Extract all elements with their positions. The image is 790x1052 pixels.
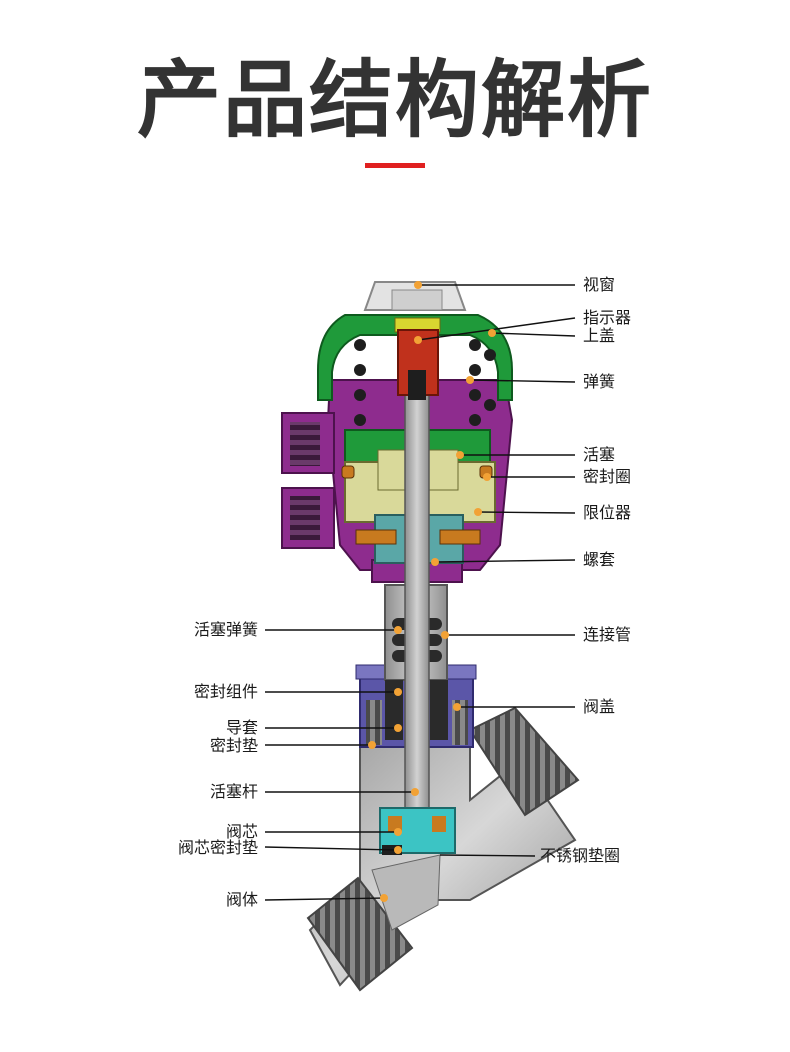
label-indicator: 指示器 (583, 308, 631, 327)
label-upper-cover: 上盖 (583, 326, 615, 345)
piston-rod (404, 394, 430, 826)
label-bonnet: 阀盖 (583, 697, 615, 716)
valve-disc (379, 807, 456, 855)
label-stainless-washer: 不锈钢垫圈 (540, 846, 620, 865)
label-connecting-tube: 连接管 (583, 625, 631, 644)
label-valve-body: 阀体 (226, 890, 258, 909)
label-piston-rod: 活塞杆 (210, 782, 258, 801)
label-spring: 弹簧 (583, 372, 615, 391)
sight-window (363, 281, 467, 311)
label-seal-assembly: 密封组件 (194, 682, 258, 701)
seal-ring (341, 465, 493, 479)
label-piston-spring: 活塞弹簧 (194, 620, 258, 639)
label-sight-window: 视窗 (583, 275, 615, 294)
label-threaded-sleeve: 螺套 (583, 550, 615, 569)
label-seal-ring: 密封圈 (583, 467, 631, 486)
label-valve-disc: 阀芯 (226, 822, 258, 841)
indicator (394, 317, 441, 400)
label-seal-gasket: 密封垫 (210, 736, 258, 755)
left-labels: 活塞弹簧 密封组件 导套 密封垫 活塞杆 阀芯 阀芯密封垫 阀体 (178, 620, 419, 909)
page-title: 产品结构解析 (136, 51, 653, 149)
valve-body (306, 706, 580, 992)
label-guide-bush: 导套 (226, 718, 258, 737)
right-labels: 视窗 指示器 上盖 弹簧 活塞 密封圈 限位器 螺套 连接管 阀盖 不锈钢垫圈 (414, 275, 631, 865)
title-underline (365, 163, 425, 168)
label-disc-seal-gasket: 阀芯密封垫 (178, 838, 258, 857)
label-piston: 活塞 (583, 445, 615, 464)
label-limiter: 限位器 (583, 503, 631, 522)
